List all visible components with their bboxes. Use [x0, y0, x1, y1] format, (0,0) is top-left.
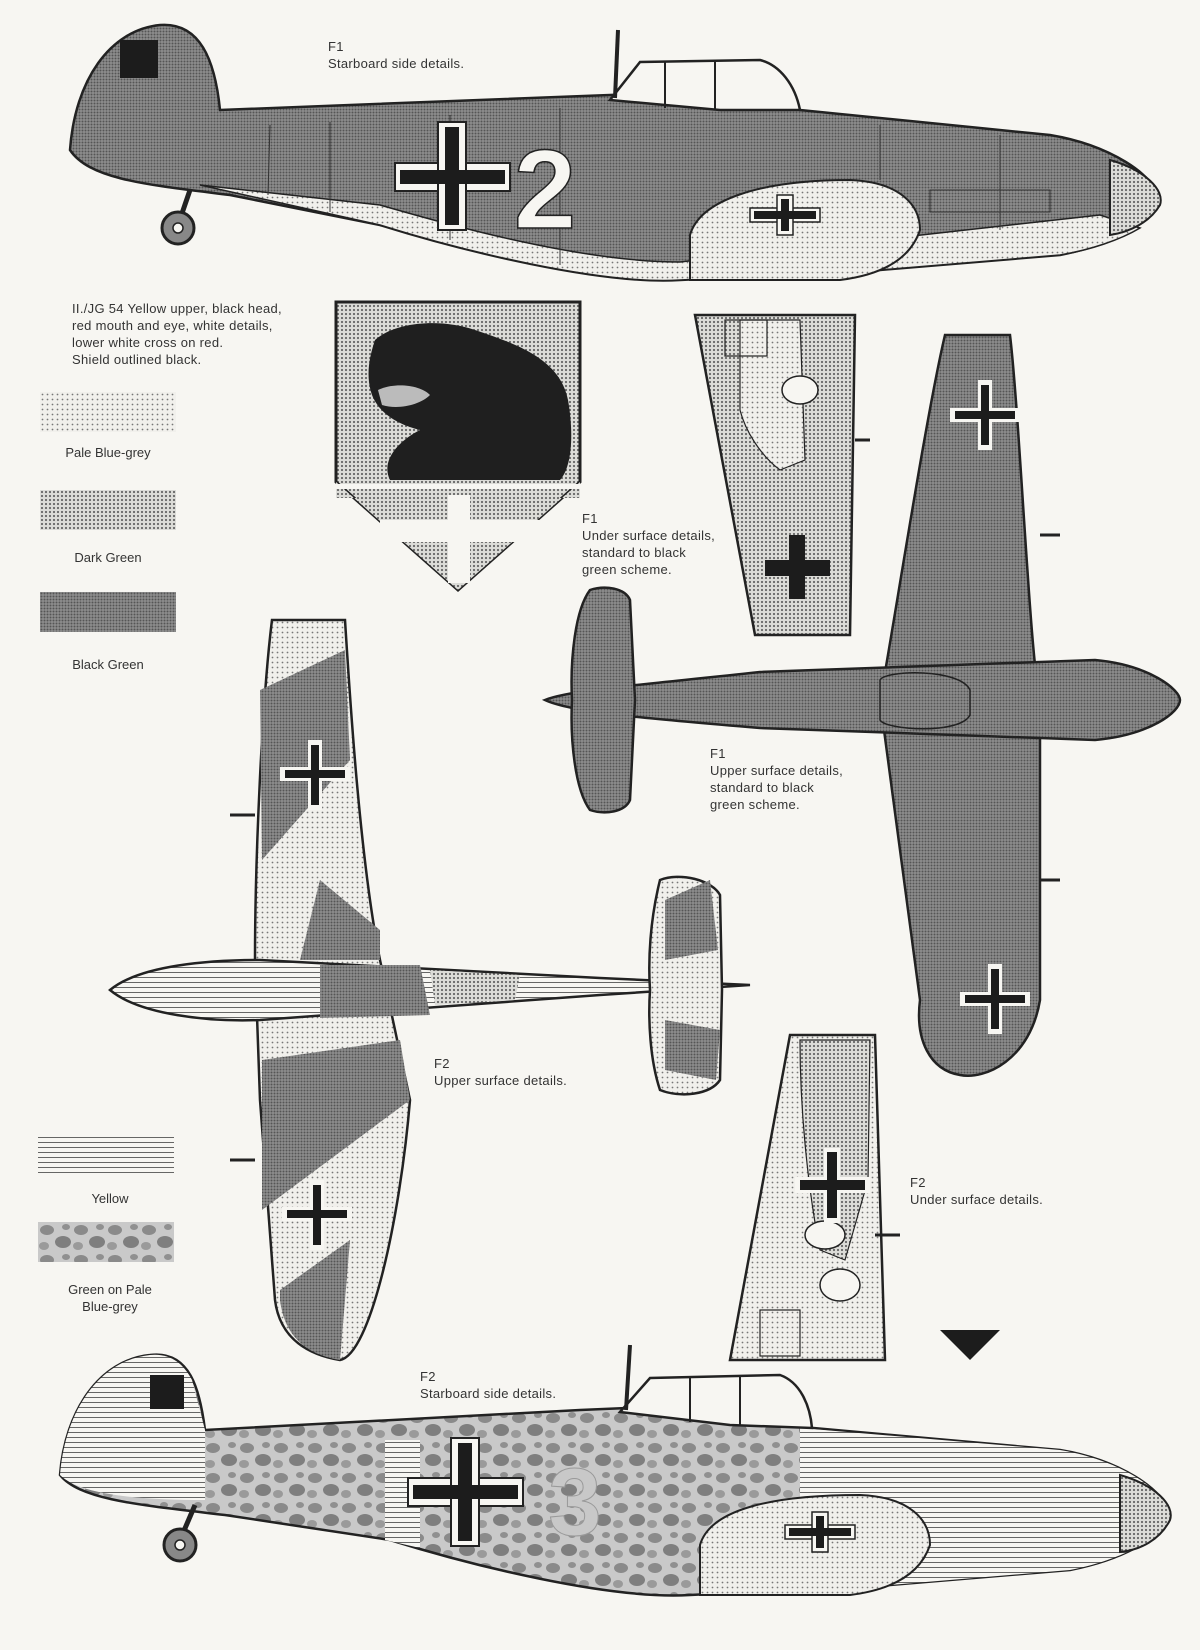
legend-label: Dark Green [74, 550, 142, 565]
f1-under-wing-view [693, 313, 870, 637]
f2-aircraft-code: 3 [548, 1449, 601, 1556]
page-marker-triangle [940, 1330, 1000, 1360]
f1-fuselage-balkenkreuz [394, 121, 511, 231]
swatch-black-green [40, 592, 176, 632]
f1-upper-plan-view [541, 333, 1182, 1077]
f1-side-label: F1 Starboard side details. [328, 39, 465, 71]
legend-label: Pale Blue-grey [65, 445, 151, 460]
legend-label: Yellow [91, 1191, 129, 1206]
swatch-yellow [38, 1135, 174, 1175]
legend-label: Green on Pale Blue-grey [68, 1282, 152, 1314]
f1-aircraft-code: 2 [514, 127, 576, 252]
f2-under-wing-view [728, 1033, 900, 1362]
f1-under-label: F1 Under surface details, standard to bl… [582, 511, 716, 577]
swatch-dark-green [40, 490, 176, 530]
f1-side-view: 2 [68, 23, 1162, 282]
f1-upper-label: F1 Upper surface details, standard to bl… [710, 746, 844, 812]
f2-upper-plan-view [108, 618, 751, 1362]
unit-badge-shield [334, 300, 582, 593]
f2-side-label: F2 Starboard side details. [420, 1369, 557, 1401]
swatch-green-on-pale-blue-grey [38, 1222, 174, 1262]
f2-upper-label: F2 Upper surface details. [434, 1056, 568, 1088]
legend-label: Black Green [72, 657, 144, 672]
swatch-pale-blue-grey [40, 392, 176, 432]
unit-badge-note: II./JG 54 Yellow upper, black head, red … [72, 301, 282, 367]
f2-under-label: F2 Under surface details. [910, 1175, 1044, 1207]
f2-fuselage-balkenkreuz [407, 1437, 524, 1547]
f2-side-view: 3 [58, 1344, 1172, 1597]
